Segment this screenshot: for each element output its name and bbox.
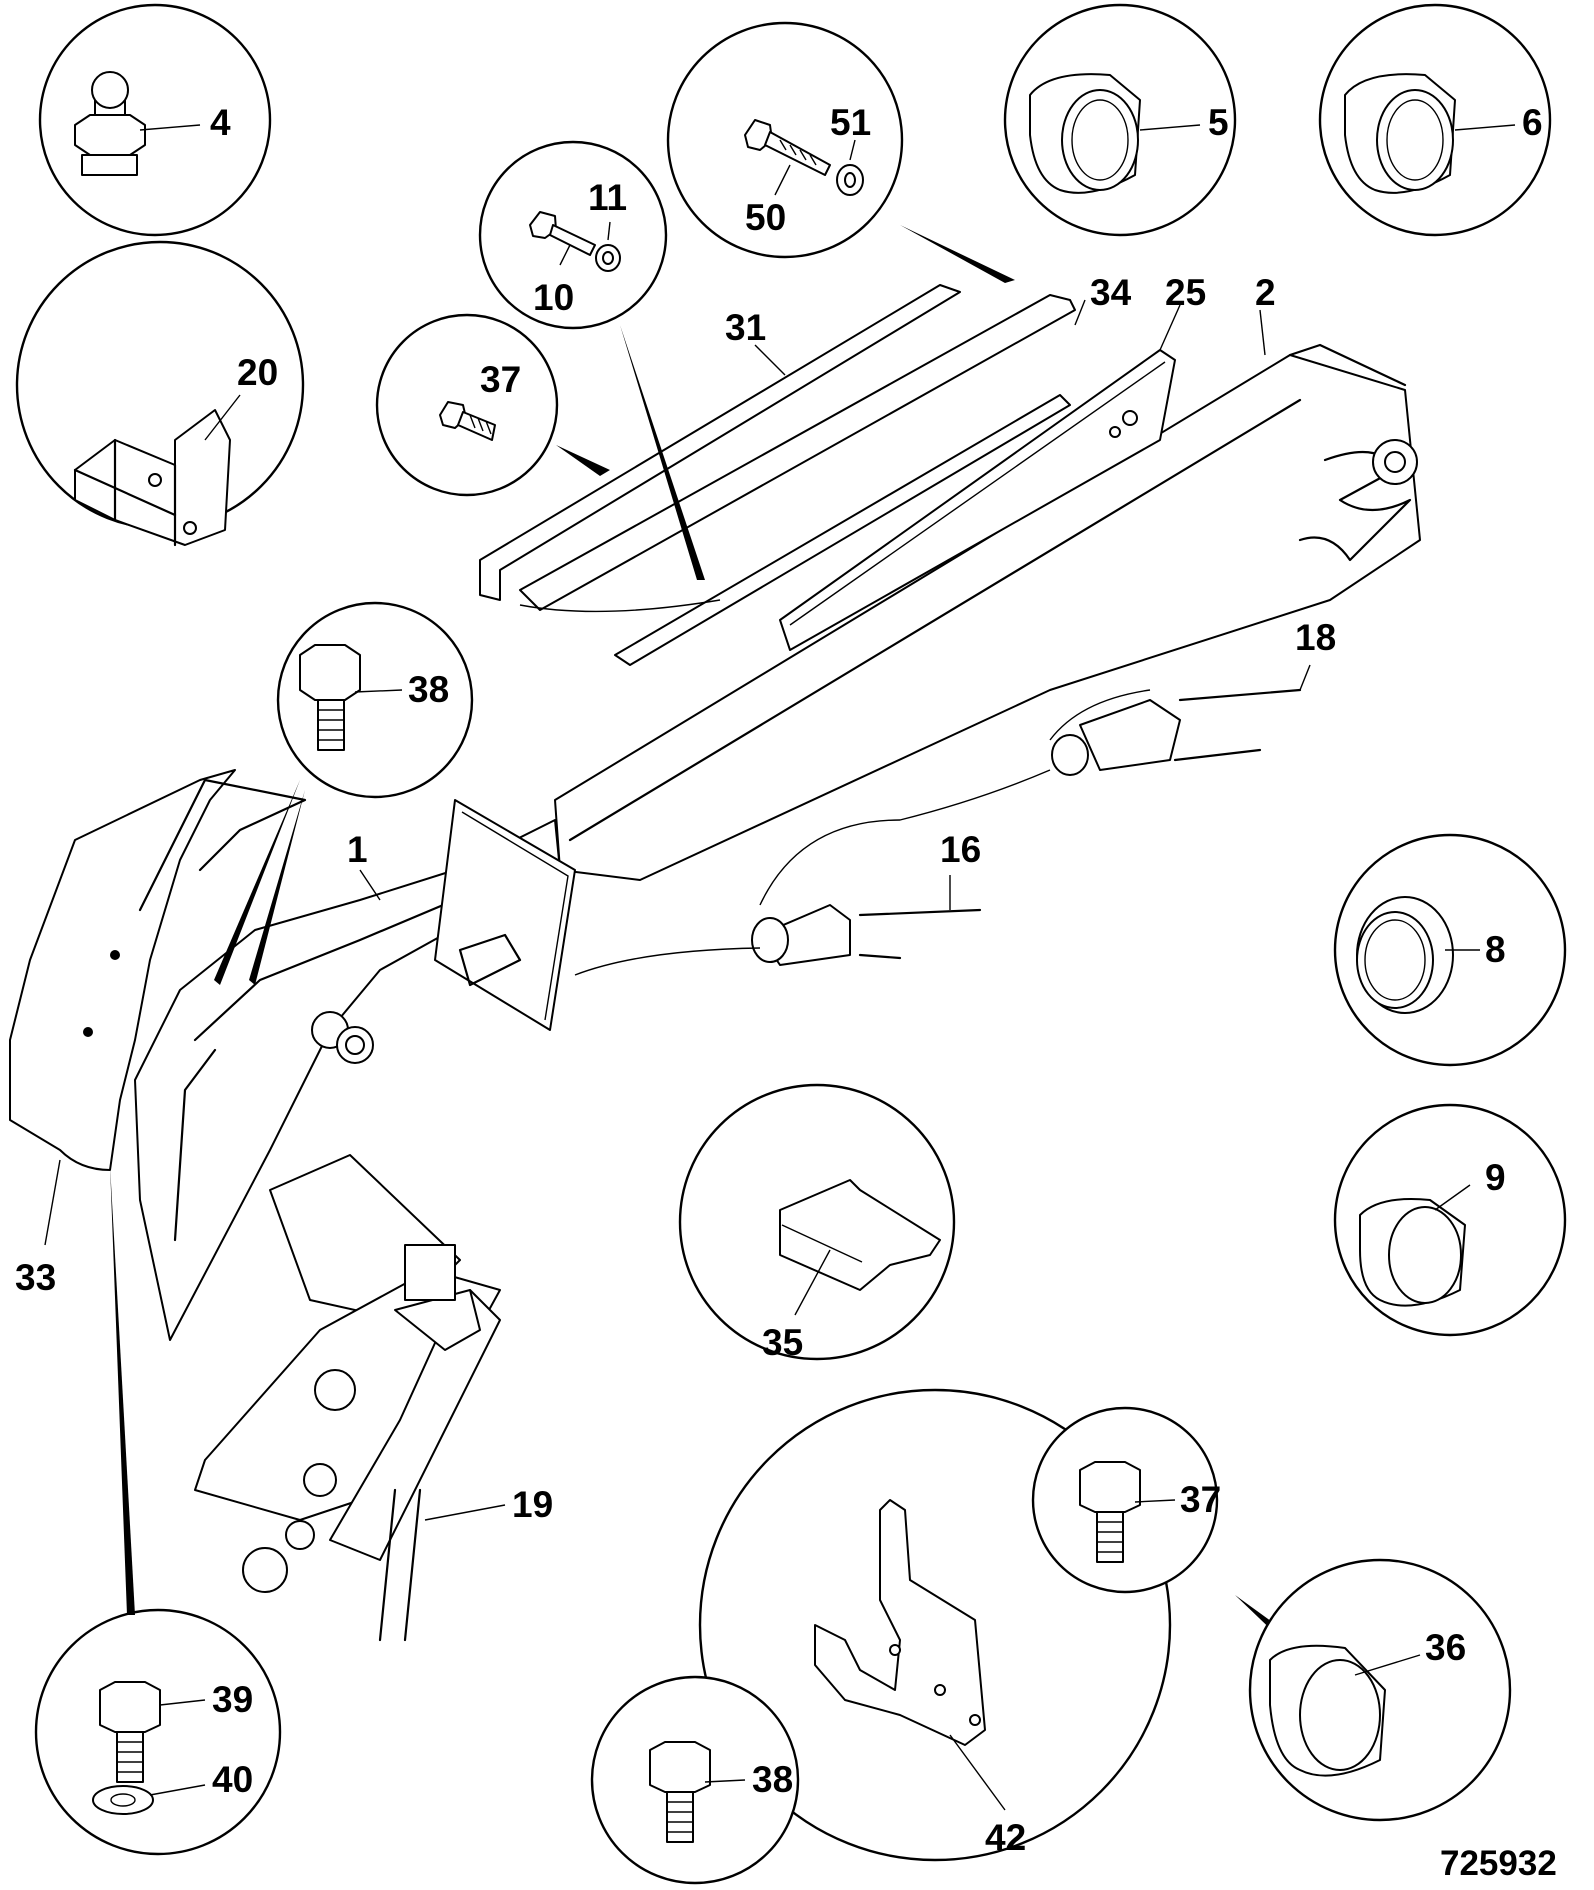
- callout-25: 25: [1165, 272, 1206, 313]
- detail-50-51-bolt-washer: 50 51: [666, 21, 1015, 283]
- figure-reference-number: 725932: [1440, 1844, 1557, 1883]
- callout-6: 6: [1522, 102, 1543, 143]
- detail-20-bracket: 20: [15, 240, 305, 547]
- boom-assembly: [9, 284, 1421, 1642]
- detail-37-bolt-top: 37: [375, 313, 610, 497]
- detail-4-grease-nipple: 4: [38, 3, 272, 237]
- callout-50: 50: [745, 197, 786, 238]
- detail-9-bush: 9: [1333, 1103, 1567, 1337]
- detail-8-ring: 8: [1333, 833, 1567, 1067]
- callout-19: 19: [512, 1484, 553, 1525]
- detail-36-bush: 36: [1248, 1558, 1512, 1822]
- callout-35: 35: [762, 1322, 803, 1363]
- callout-8: 8: [1485, 929, 1506, 970]
- assembly-callouts: 31 34 25 2 18 16 1 33 19: [15, 272, 1336, 1525]
- callout-16: 16: [940, 829, 981, 870]
- detail-6-bush: 6: [1318, 3, 1552, 237]
- detail-35-shim: 35: [678, 1083, 956, 1363]
- callout-1: 1: [347, 829, 368, 870]
- detail-38-bolt-bottom: 38: [590, 1675, 800, 1885]
- detail-37-bolt-right: 37: [1031, 1406, 1290, 1640]
- callout-18: 18: [1295, 617, 1336, 658]
- callout-33: 33: [15, 1257, 56, 1298]
- callout-20: 20: [237, 352, 278, 393]
- callout-9: 9: [1485, 1157, 1506, 1198]
- callout-39: 39: [212, 1679, 253, 1720]
- detail-38-bolt-top: 38: [214, 601, 474, 985]
- callout-38-bottom: 38: [752, 1759, 793, 1800]
- callout-4: 4: [210, 102, 231, 143]
- detail-5-bush: 5: [1003, 3, 1237, 237]
- callout-42: 42: [985, 1817, 1026, 1858]
- callout-2: 2: [1255, 272, 1276, 313]
- callout-37-top: 37: [480, 359, 521, 400]
- callout-51: 51: [830, 102, 871, 143]
- callout-36: 36: [1425, 1627, 1466, 1668]
- callout-11: 11: [588, 177, 627, 218]
- callout-10: 10: [533, 277, 574, 318]
- callout-38-top: 38: [408, 669, 449, 710]
- callout-5: 5: [1208, 102, 1229, 143]
- callout-34: 34: [1090, 272, 1132, 313]
- callout-37-right: 37: [1180, 1479, 1221, 1520]
- detail-39-40-bolt-washer: 39 40: [34, 1165, 282, 1856]
- callout-40: 40: [212, 1759, 253, 1800]
- detail-10-11-bolt-washer: 10 11: [478, 140, 705, 580]
- callout-31: 31: [725, 307, 766, 348]
